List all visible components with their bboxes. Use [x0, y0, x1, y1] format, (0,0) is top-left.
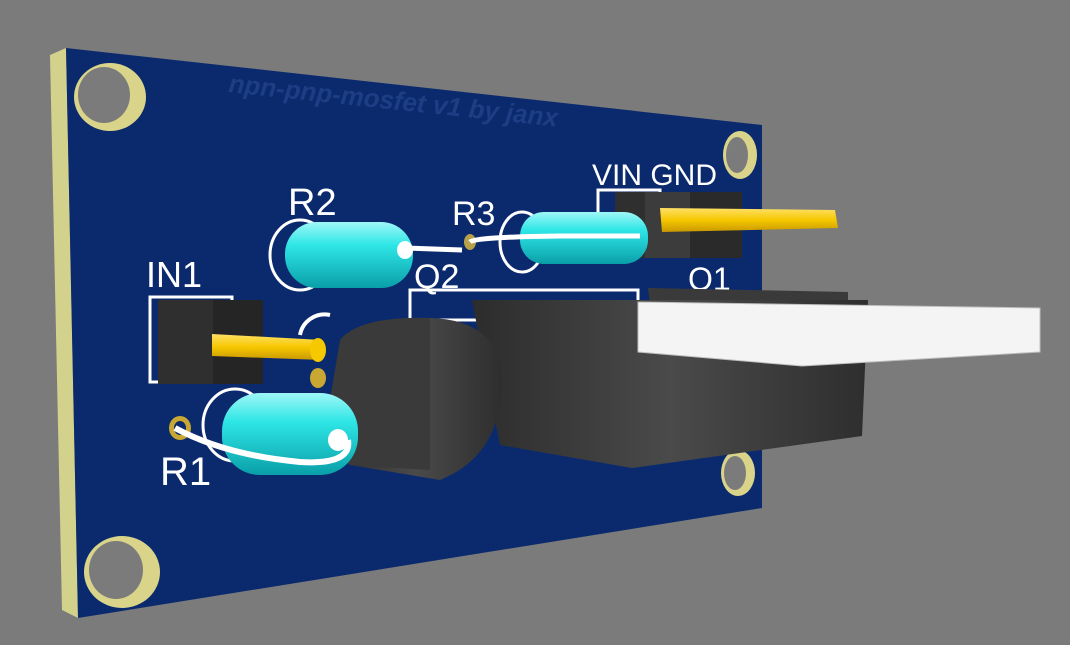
pcb-edge [50, 48, 78, 618]
transistor-q2 [330, 317, 502, 480]
mounting-hole-bottom-right [721, 450, 755, 496]
in1-pin-gold [212, 334, 322, 360]
label-in1: IN1 [146, 254, 202, 295]
mounting-hole-top-right [723, 131, 757, 179]
q1-heatsink-tab [637, 301, 1041, 367]
label-r1: R1 [160, 450, 211, 494]
resistor-r2 [268, 218, 463, 292]
resistor-r3 [464, 210, 648, 274]
vin-gnd-header [615, 192, 838, 258]
mosfet-q1 [472, 288, 1041, 468]
mounting-hole-bottom-left [84, 536, 160, 608]
label-q2: Q2 [414, 258, 459, 296]
label-r3: R3 [452, 195, 495, 233]
vin-gnd-pin-gold [660, 208, 838, 232]
mounting-hole-top-left [74, 63, 146, 131]
resistor-r1 [169, 387, 358, 475]
in1-header [158, 300, 326, 384]
pad-q2-left [310, 368, 326, 388]
label-r2: R2 [288, 182, 337, 224]
label-vin-gnd: VIN GND [592, 159, 717, 192]
r-pad-outline-left [298, 312, 331, 336]
